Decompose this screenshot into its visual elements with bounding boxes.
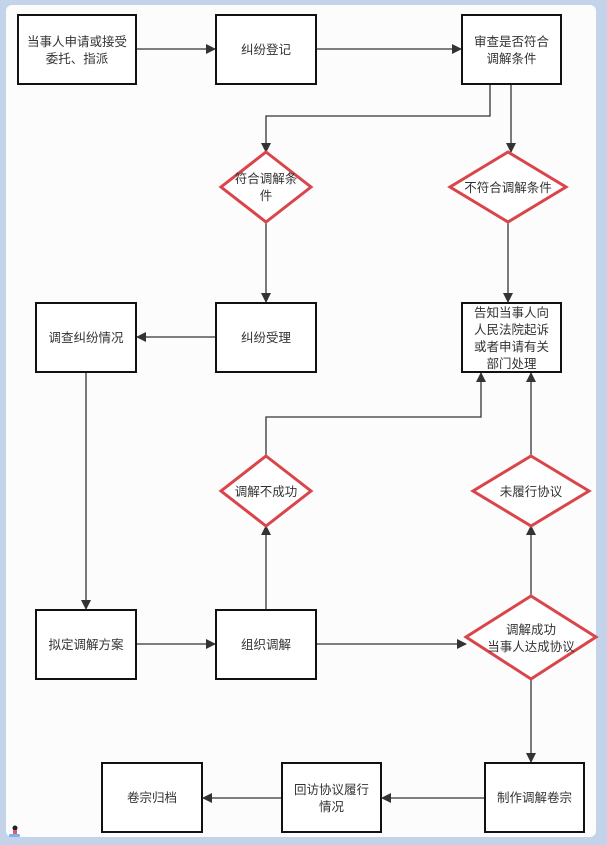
decision-notperform[interactable] — [470, 454, 592, 528]
decision-fail-label: 调解不成功 — [234, 483, 298, 499]
decision-meet-label: 符合调解条件 — [234, 171, 298, 203]
decision-notperform-label: 未履行协议 — [499, 483, 563, 499]
decision-success[interactable] — [463, 594, 599, 681]
node-revisit[interactable]: 回访协议履行情况 — [281, 762, 382, 833]
decision-notmeet-label: 不符合调解条件 — [464, 179, 552, 195]
decision-fail[interactable] — [218, 454, 314, 528]
node-inform[interactable]: 告知当事人向人民法院起诉或者申请有关部门处理 — [461, 302, 562, 373]
decision-meet[interactable] — [218, 150, 314, 224]
node-mediate[interactable]: 组织调解 — [215, 609, 317, 680]
node-archive[interactable]: 卷宗归档 — [101, 762, 203, 833]
node-review-label: 审查是否符合调解条件 — [473, 33, 549, 66]
node-makefile-label: 制作调解卷宗 — [496, 790, 572, 805]
edge-fail-inform — [265, 372, 486, 456]
canvas-panel — [6, 5, 596, 837]
node-archive-label: 卷宗归档 — [126, 790, 177, 805]
decision-notmeet[interactable] — [447, 150, 569, 224]
node-accept[interactable]: 纠纷受理 — [215, 302, 317, 373]
edge-review-meet — [261, 85, 491, 153]
node-makefile[interactable]: 制作调解卷宗 — [484, 762, 585, 833]
node-accept-label: 纠纷受理 — [240, 330, 291, 345]
node-plan-label: 拟定调解方案 — [48, 637, 124, 652]
node-register-label: 纠纷登记 — [240, 42, 291, 57]
decision-success-label: 调解成功 当事人达成协议 — [487, 622, 575, 654]
node-review[interactable]: 审查是否符合调解条件 — [461, 14, 562, 85]
node-plan[interactable]: 拟定调解方案 — [35, 609, 137, 680]
node-apply[interactable]: 当事人申请或接受委托、指派 — [17, 14, 137, 85]
mascot-icon — [9, 825, 20, 837]
node-investigate[interactable]: 调查纠纷情况 — [35, 302, 137, 373]
node-inform-label: 告知当事人向人民法院起诉或者申请有关部门处理 — [473, 304, 549, 371]
node-revisit-label: 回访协议履行情况 — [293, 781, 369, 814]
node-investigate-label: 调查纠纷情况 — [48, 330, 124, 345]
node-apply-label: 当事人申请或接受委托、指派 — [26, 33, 127, 66]
node-mediate-label: 组织调解 — [240, 637, 291, 652]
node-register[interactable]: 纠纷登记 — [215, 14, 317, 85]
